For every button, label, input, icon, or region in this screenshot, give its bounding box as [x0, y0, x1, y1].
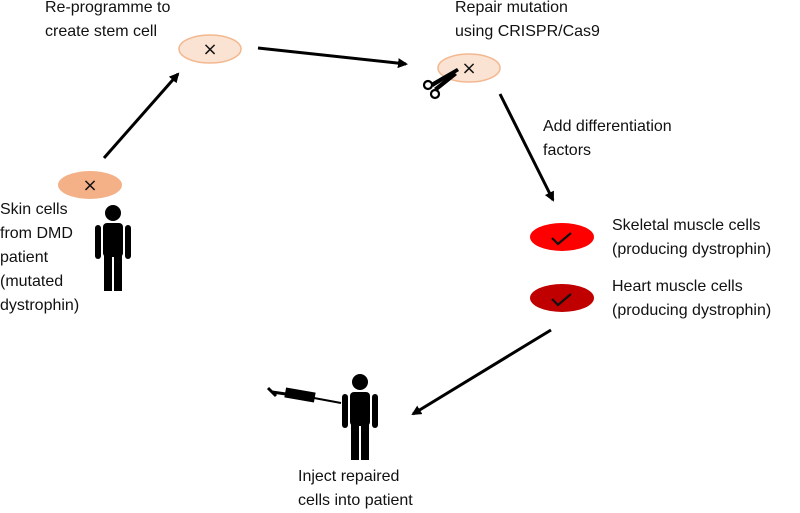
- label-reprogram: Re-programme to create stem cell: [45, 0, 171, 40]
- arrow-repair-to-muscle: [498, 93, 555, 202]
- heart-muscle-cell: [530, 284, 594, 312]
- label-inject: Inject repaired cells into patient: [298, 468, 413, 509]
- label-repair: Repair mutation using CRISPR/Cas9: [455, 0, 600, 40]
- skin-cell-cross: ×: [82, 175, 97, 196]
- check-icon: [551, 293, 572, 307]
- repair-cell-cross: ×: [461, 58, 476, 79]
- label-heart-muscle: Heart muscle cells (producing dystrophin…: [612, 278, 772, 319]
- arrow-stem-to-repair: [257, 46, 408, 69]
- stem-cell: ×: [178, 34, 242, 64]
- label-skeletal-muscle: Skeletal muscle cells (producing dystrop…: [612, 217, 772, 258]
- check-icon: [551, 232, 572, 246]
- person-icon: [342, 374, 378, 460]
- label-skin-cells: Skin cells from DMD patient (mutated dys…: [0, 201, 80, 314]
- person-icon: [95, 205, 131, 291]
- skin-cell: ×: [58, 171, 122, 199]
- arrow-muscle-to-inject: [411, 328, 552, 416]
- skeletal-muscle-cell: [530, 223, 594, 251]
- scissors-icon: [422, 68, 459, 100]
- syringe-icon: [266, 386, 342, 404]
- arrow-skin-to-stem: [102, 72, 180, 159]
- stem-cell-cross: ×: [202, 39, 217, 60]
- label-differentiate: Add differentiation factors: [543, 118, 672, 159]
